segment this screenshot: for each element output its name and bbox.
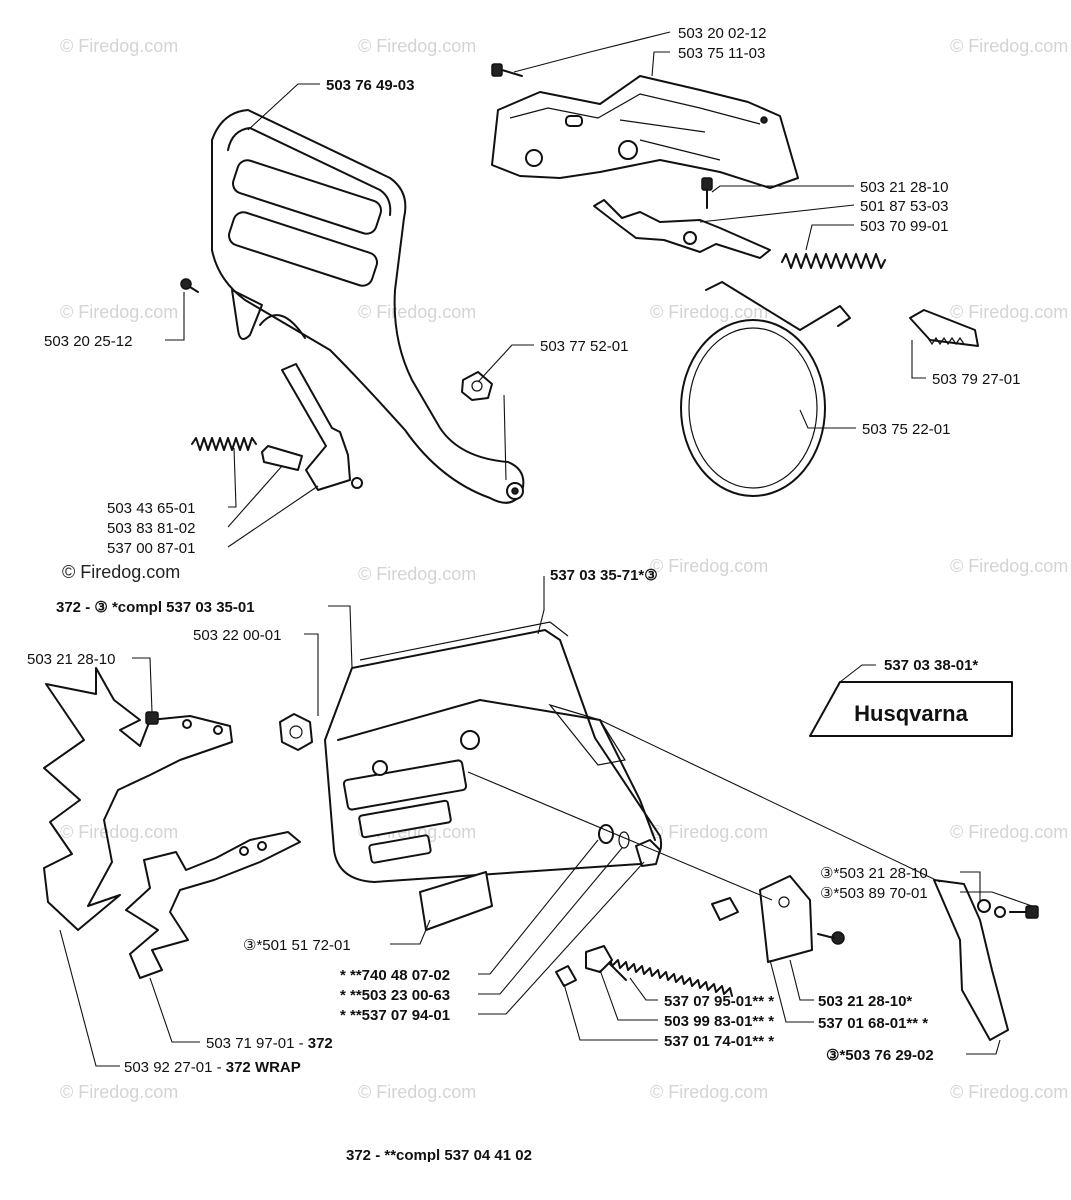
part-label: ③*503 89 70-01 — [820, 885, 928, 902]
part-label: 503 20 25-12 — [44, 333, 132, 350]
watermark: © Firedog.com — [60, 36, 178, 56]
watermark: © Firedog.com — [358, 36, 476, 56]
part-label: * **503 23 00-63 — [340, 987, 450, 1004]
part-label: 501 87 53-03 — [860, 198, 948, 215]
model-tag: 372 WRAP — [226, 1059, 301, 1076]
brake-band — [680, 281, 851, 497]
bottom-clip — [0, 1162, 1071, 1200]
watermark: © Firedog.com — [358, 1082, 476, 1102]
brake-spring — [781, 253, 886, 269]
watermark: © Firedog.com — [358, 564, 476, 584]
watermark: © Firedog.com — [950, 556, 1068, 576]
part-label: 372 - ③ *compl 537 03 35-01 — [56, 599, 255, 616]
part-label: 503 83 81-02 — [107, 520, 195, 537]
part-number: 503 71 97-01 - — [206, 1035, 308, 1052]
brake-pin — [909, 309, 979, 347]
part-label: 503 79 27-01 — [932, 371, 1020, 388]
watermark: © Firedog.com — [650, 822, 768, 842]
part-label: 503 21 28-10* — [818, 993, 912, 1010]
watermark: © Firedog.com — [60, 822, 178, 842]
nut — [279, 713, 313, 751]
part-label: 503 99 83-01** * — [664, 1013, 774, 1030]
part-label: 503 75 22-01 — [862, 421, 950, 438]
brand-logo: Husqvarna — [854, 701, 968, 726]
model-tag: 372 — [308, 1035, 333, 1052]
part-label: 537 03 38-01* — [884, 657, 978, 674]
part-label: 503 75 11-03 — [678, 45, 765, 62]
bumper-spike-small — [125, 831, 301, 979]
part-label: * **740 48 07-02 — [340, 967, 450, 984]
part-label: 503 21 28-10 — [860, 179, 948, 196]
part-label: 537 03 35-71*③ — [550, 567, 658, 584]
watermark: © Firedog.com — [358, 302, 476, 322]
leader-lines — [59, 31, 1033, 1067]
brake-cover-plate — [491, 75, 799, 189]
watermark: © Firedog.com — [950, 36, 1068, 56]
watermarks: © Firedog.com © Firedog.com © Firedog.co… — [60, 36, 1068, 1102]
tensioner-nut — [555, 945, 627, 987]
part-label: ③*503 21 28-10 — [820, 865, 928, 882]
watermark: © Firedog.com — [60, 302, 178, 322]
part-label: 537 01 68-01** * — [818, 1015, 928, 1032]
part-label: 503 76 49-03 — [326, 77, 414, 94]
part-label: 537 00 87-01 — [107, 540, 195, 557]
bushing — [461, 371, 493, 401]
part-label: 537 01 74-01** * — [664, 1033, 774, 1050]
watermark-dark: © Firedog.com — [62, 562, 180, 582]
slide-block — [261, 445, 303, 471]
part-number: 503 92 27-01 - — [124, 1059, 226, 1076]
part-label: ③*503 76 29-02 — [826, 1047, 934, 1064]
part-label: 537 07 95-01** * — [664, 993, 774, 1010]
part-label: 503 77 52-01 — [540, 338, 628, 355]
watermark: © Firedog.com — [950, 302, 1068, 322]
chain-catcher — [933, 879, 1039, 1041]
part-label: 503 70 99-01 — [860, 218, 948, 235]
part-label: 503 22 00-01 — [193, 627, 281, 644]
part-label: * **537 07 94-01 — [340, 1007, 450, 1024]
rubber-pad — [419, 871, 493, 931]
washers — [598, 824, 661, 867]
part-label: 503 92 27-01 - 372 WRAP — [124, 1059, 301, 1076]
part-label: 503 71 97-01 - 372 — [206, 1035, 333, 1052]
part-label: 372 - **compl 537 04 41 02 — [346, 1147, 532, 1164]
part-labels: 503 20 02-12 503 75 11-03 503 76 49-03 5… — [27, 25, 1020, 1164]
clutch-cover — [324, 621, 662, 883]
husqvarna-decal: Husqvarna — [809, 681, 1013, 737]
brake-lever — [281, 363, 363, 491]
watermark: © Firedog.com — [60, 1082, 178, 1102]
tensioner-screw — [603, 897, 739, 997]
chain-brake-handle — [211, 109, 525, 504]
watermark: © Firedog.com — [650, 1082, 768, 1102]
watermark: © Firedog.com — [950, 822, 1068, 842]
part-label: ③*501 51 72-01 — [243, 937, 351, 954]
part-label: 503 43 65-01 — [107, 500, 195, 517]
brake-release-lever — [593, 177, 771, 259]
bumper-spike-large — [43, 667, 233, 931]
screw — [491, 63, 523, 77]
tensioner-plate — [759, 875, 845, 963]
part-label: 503 20 02-12 — [678, 25, 766, 42]
part-label: 503 21 28-10 — [27, 651, 115, 668]
spring — [191, 437, 257, 451]
watermark: © Firedog.com — [650, 556, 768, 576]
watermark: © Firedog.com — [650, 302, 768, 322]
watermark: © Firedog.com — [950, 1082, 1068, 1102]
screw — [180, 278, 199, 293]
